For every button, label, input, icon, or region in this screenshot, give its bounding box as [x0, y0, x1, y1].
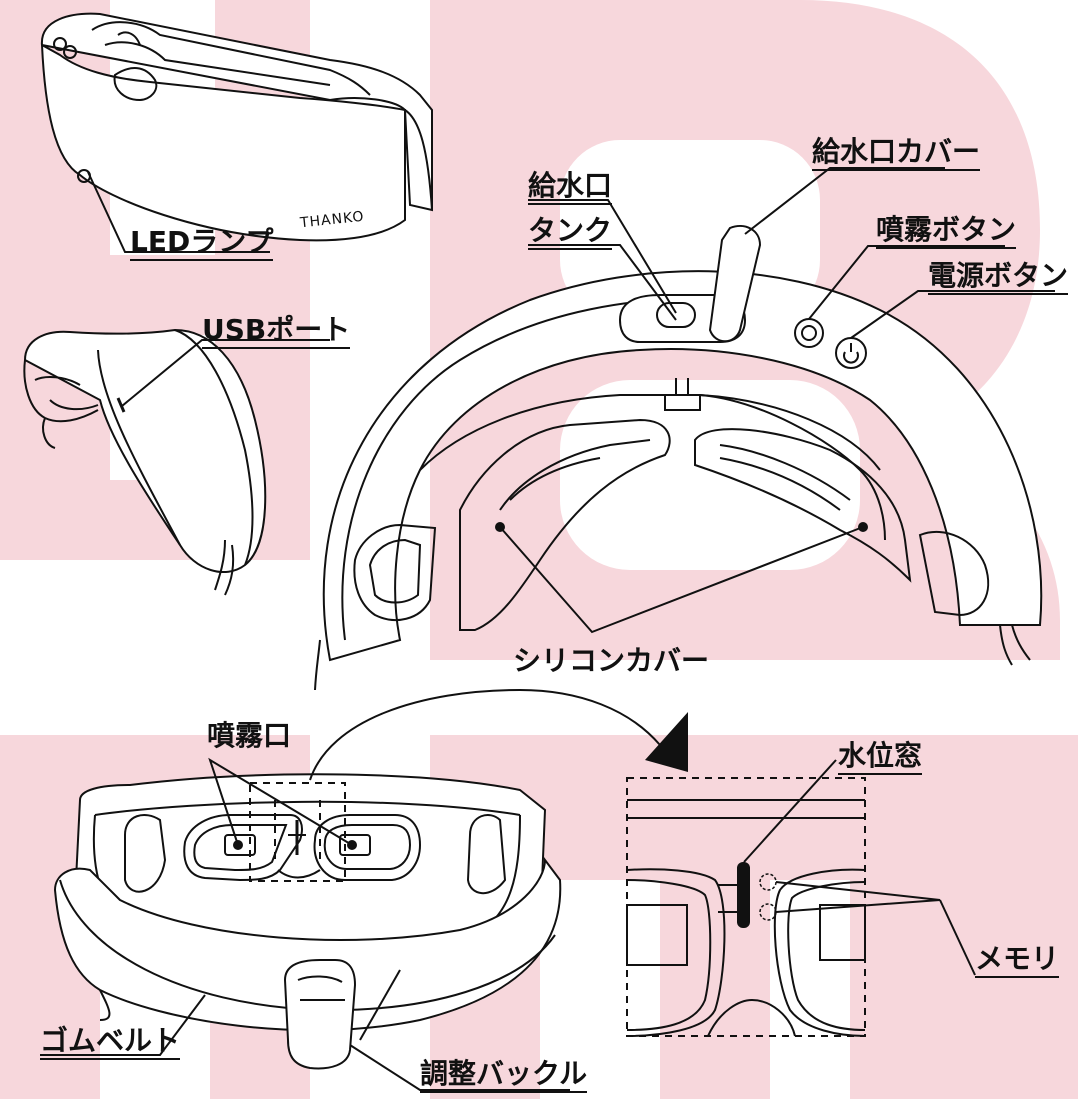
label-scale: メモリ: [975, 945, 1060, 978]
zoom-detail-drawing: [626, 759, 976, 1037]
label-spray-outlet: 噴霧口: [207, 719, 292, 752]
label-led-lamp: LEDランプ: [130, 228, 274, 261]
label-tank: タンク: [528, 217, 613, 250]
goggles-front-drawing: [40, 12, 433, 242]
label-rubber-belt: ゴムベルト: [40, 1027, 181, 1060]
label-water-inlet: 給水口: [528, 172, 613, 205]
label-water-inlet-cover: 給水口カバー: [812, 138, 981, 171]
label-usb-port: USBポート: [202, 316, 351, 349]
label-adjust-buckle: 調整バックル: [420, 1060, 588, 1093]
label-silicone-cover: シリコンカバー: [513, 644, 710, 677]
goggles-side-drawing: [23, 328, 267, 596]
goggles-top-drawing: [314, 225, 1043, 691]
label-leaders: [40, 167, 1055, 1091]
label-water-level-window: 水位窓: [838, 742, 923, 775]
label-spray-button: 噴霧ボタン: [876, 216, 1017, 249]
label-power-button: 電源ボタン: [928, 262, 1069, 295]
goggles-inside-drawing: [53, 688, 688, 1070]
